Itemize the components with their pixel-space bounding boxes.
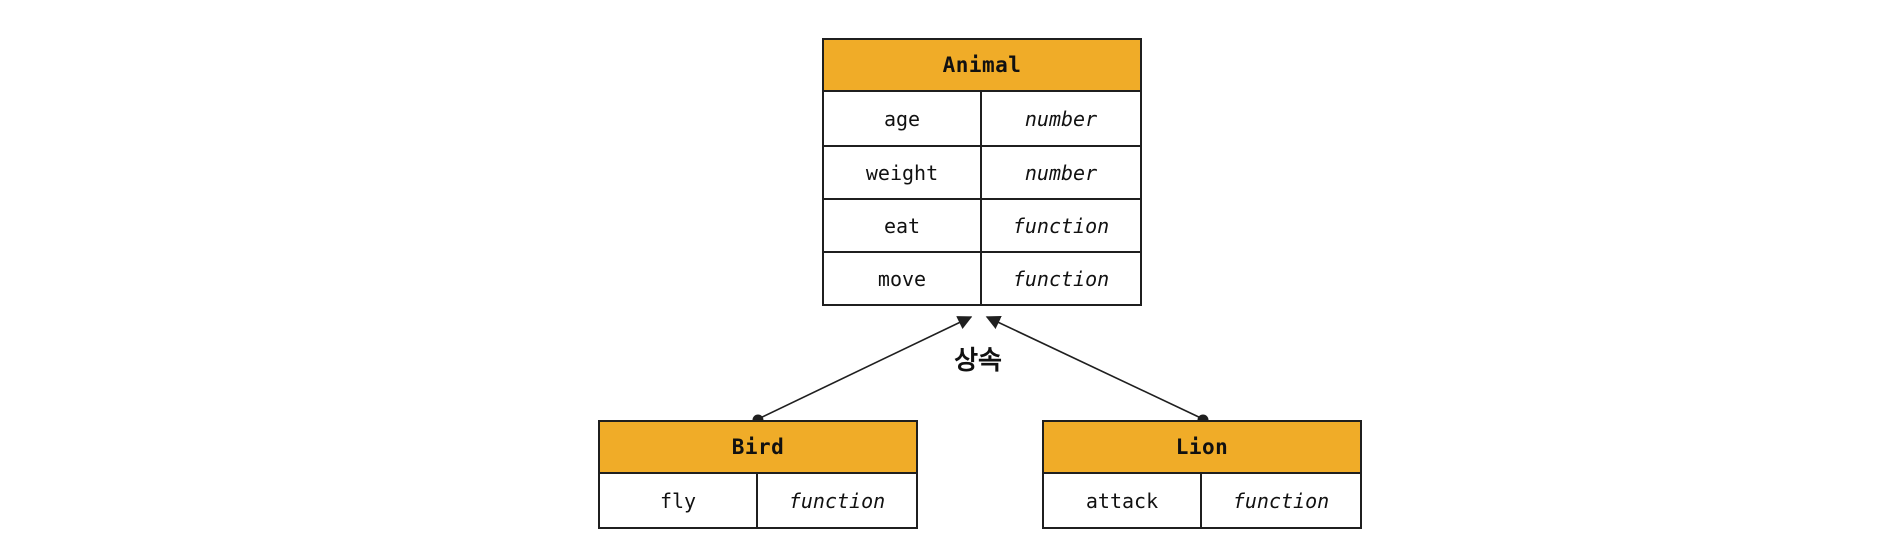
type-cell: number xyxy=(1024,106,1098,131)
table-row: fly function xyxy=(600,474,916,527)
class-table-bird-header: Bird xyxy=(600,422,916,474)
property-cell: age xyxy=(824,92,982,145)
type-cell: function xyxy=(1012,266,1110,291)
class-table-animal: Animal age number weight number eat func… xyxy=(822,38,1142,306)
type-cell: function xyxy=(1012,213,1110,238)
property-cell: eat xyxy=(824,200,982,251)
table-row: weight number xyxy=(824,145,1140,198)
property-cell: weight xyxy=(824,147,982,198)
class-table-animal-header: Animal xyxy=(824,40,1140,92)
type-cell: number xyxy=(1024,160,1098,185)
class-table-lion: Lion attack function xyxy=(1042,420,1362,529)
property-cell: move xyxy=(824,253,982,304)
property-cell: fly xyxy=(600,474,758,527)
inheritance-label: 상속 xyxy=(954,346,1002,376)
table-row: move function xyxy=(824,251,1140,304)
class-name-bird: Bird xyxy=(731,435,785,459)
class-table-lion-header: Lion xyxy=(1044,422,1360,474)
table-row: age number xyxy=(824,92,1140,145)
inheritance-edge-bird-to-animal xyxy=(757,316,973,420)
type-cell: function xyxy=(1232,488,1330,513)
class-table-bird: Bird fly function xyxy=(598,420,918,529)
type-cell: function xyxy=(788,488,886,513)
class-name-animal: Animal xyxy=(942,53,1022,77)
property-cell: attack xyxy=(1044,474,1202,527)
table-row: attack function xyxy=(1044,474,1360,527)
table-row: eat function xyxy=(824,198,1140,251)
class-name-lion: Lion xyxy=(1175,435,1229,459)
inheritance-edge-lion-to-animal xyxy=(985,316,1204,420)
